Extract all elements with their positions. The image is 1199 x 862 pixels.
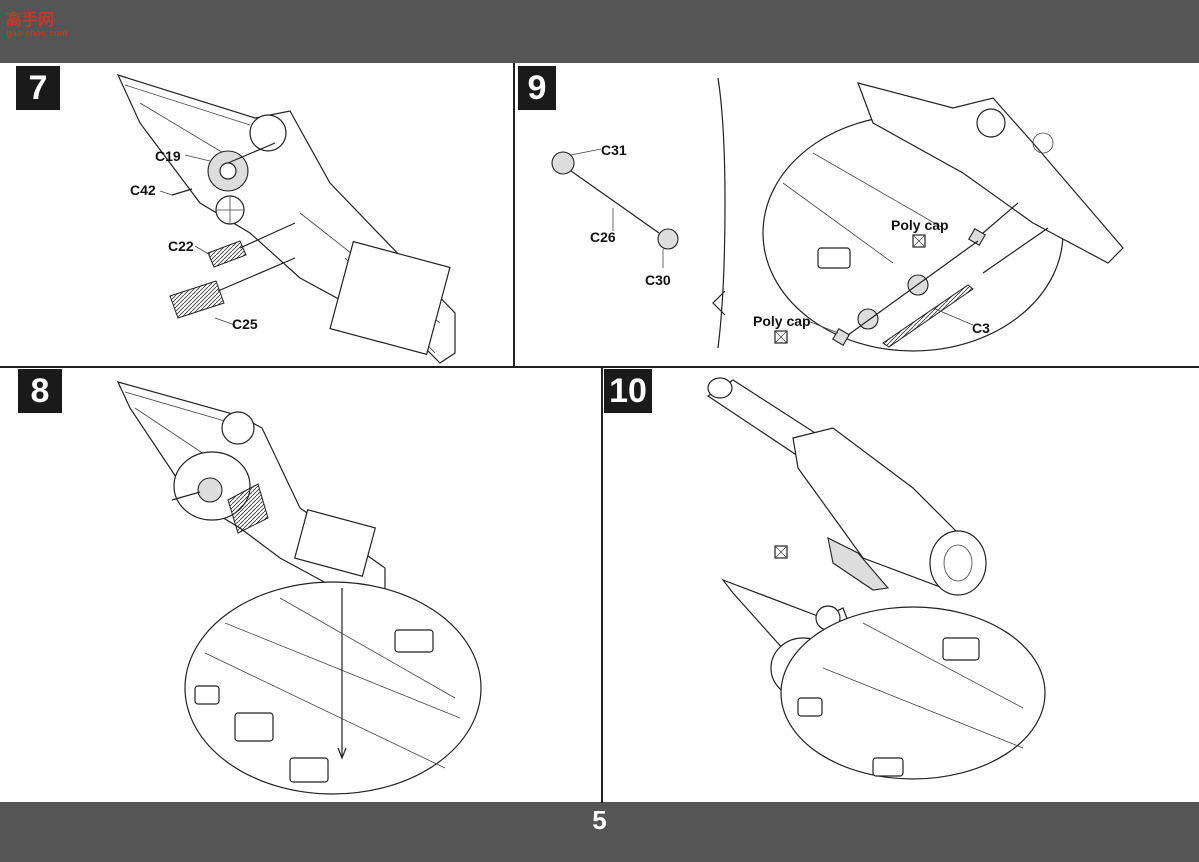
label-c42: C42 xyxy=(130,182,156,198)
label-c25: C25 xyxy=(232,316,258,332)
step-7-number: 7 xyxy=(16,66,60,110)
label-poly-cap-1: Poly cap xyxy=(891,217,949,233)
step-7-diagram xyxy=(116,74,456,364)
elevation-arc xyxy=(827,537,890,591)
step-8-number: 8 xyxy=(18,369,62,413)
footer-band xyxy=(0,802,1199,862)
c22-part xyxy=(207,240,247,268)
trunnion xyxy=(249,114,287,152)
detail-circle-10 xyxy=(780,606,1046,780)
header-band: 高手网 gao-shou.com xyxy=(0,0,1199,63)
label-c26: C26 xyxy=(590,229,616,245)
step-9-number: 9 xyxy=(518,66,556,110)
step-9-diagram xyxy=(551,77,1124,352)
logo-url: gao-shou.com xyxy=(6,28,68,38)
step-10-diagram xyxy=(706,377,1046,780)
c42-part xyxy=(171,188,193,196)
label-c22: C22 xyxy=(168,238,194,254)
trail-box xyxy=(329,240,451,356)
trail-frame-9 xyxy=(857,82,1124,264)
horizontal-divider xyxy=(0,366,1199,368)
hatched-plate xyxy=(227,483,269,534)
label-c3: C3 xyxy=(972,320,990,336)
step-10-number: 10 xyxy=(604,369,652,413)
site-logo: 高手网 gao-shou.com xyxy=(6,6,76,40)
logo-text: 高手网 xyxy=(6,12,55,29)
label-c30: C30 xyxy=(645,272,671,288)
vertical-divider-bottom xyxy=(601,367,603,803)
c25-part xyxy=(169,280,225,319)
vertical-divider-top xyxy=(513,63,515,367)
label-c31: C31 xyxy=(601,142,627,158)
step-8-diagram xyxy=(116,381,482,795)
label-poly-cap-2: Poly cap xyxy=(753,313,811,329)
c3-part xyxy=(882,284,974,348)
c31-part xyxy=(551,151,575,175)
c30-part xyxy=(657,228,679,250)
poly-cap-1 xyxy=(968,228,986,246)
detail-circle-8 xyxy=(184,581,482,795)
page-number: 5 xyxy=(592,805,607,835)
c26-part xyxy=(570,170,660,234)
label-c19: C19 xyxy=(155,148,181,164)
